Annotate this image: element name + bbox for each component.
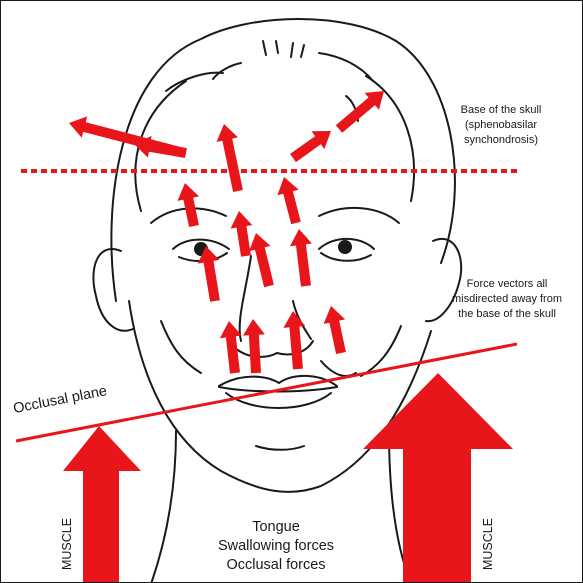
force-arrow-12 (220, 321, 242, 374)
force-arrow-10 (290, 131, 331, 162)
left-muscle-arrow (63, 426, 141, 583)
force-vectors-label-line1: Force vectors all (431, 277, 583, 292)
skull-base-label-line3: synchondrosis) (421, 133, 581, 148)
force-arrow-14 (283, 311, 305, 369)
forces-label-swallowing: Swallowing forces (201, 537, 351, 556)
force-vectors-label-line3: the base of the skull (431, 307, 583, 322)
head-outline (111, 19, 455, 301)
force-arrow-9 (290, 229, 312, 287)
force-vectors-label-line2: misdirected away from (431, 292, 583, 307)
right-pupil (339, 241, 351, 253)
muscle-label-right: MUSCLE (481, 514, 495, 574)
left-ear (93, 249, 133, 331)
force-arrow-4 (178, 183, 200, 227)
force-arrow-11 (336, 91, 384, 133)
right-eyebrow (319, 208, 399, 223)
forces-label: Tongue Swallowing forces Occlusal forces (201, 518, 351, 575)
force-arrows (69, 91, 384, 374)
forces-label-tongue: Tongue (201, 518, 351, 537)
force-arrow-5 (231, 211, 253, 257)
neck-left (151, 431, 176, 583)
force-arrow-6 (249, 233, 274, 287)
force-vectors-label: Force vectors all misdirected away from … (431, 277, 583, 322)
skull-base-label-line2: (sphenobasilar (421, 118, 581, 133)
skull-base-label-line1: Base of the skull (421, 103, 581, 118)
force-arrow-8 (277, 177, 300, 224)
force-arrow-3 (217, 124, 243, 192)
forces-label-occlusal: Occlusal forces (201, 556, 351, 575)
force-arrow-13 (243, 319, 265, 373)
muscle-label-left: MUSCLE (60, 514, 74, 574)
right-eye-lower (321, 253, 371, 261)
lower-lip (226, 393, 331, 408)
skull-base-label: Base of the skull (sphenobasilar synchon… (421, 103, 581, 148)
force-arrow-15 (324, 306, 346, 354)
